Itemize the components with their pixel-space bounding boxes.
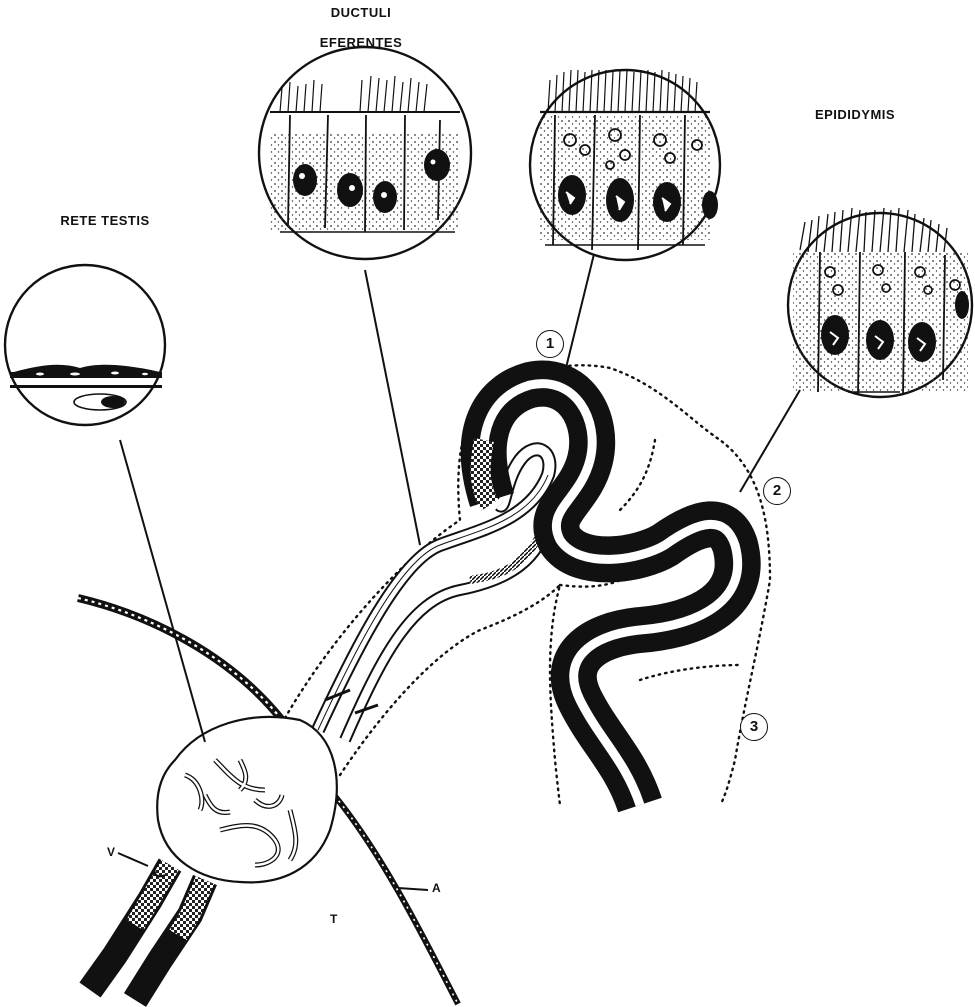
label-ductuli-line2: EFERENTES bbox=[306, 32, 416, 54]
region-number-2: 2 bbox=[763, 477, 791, 505]
ductuli-efferentes-magnified-circle bbox=[259, 47, 471, 259]
region-number-1: 1 bbox=[536, 330, 564, 358]
epididymal-duct bbox=[481, 384, 738, 805]
tunica-upper-band bbox=[78, 598, 282, 720]
label-ductuli-line1: DUCTULI bbox=[311, 2, 411, 24]
ductuli-efferentes-tubes bbox=[318, 449, 549, 740]
tunica-lower-band bbox=[330, 790, 458, 1004]
letter-a: A bbox=[432, 881, 441, 895]
region-number-3: 3 bbox=[740, 713, 768, 741]
epididymis-body-magnified-circle bbox=[788, 208, 972, 397]
letter-t: T bbox=[330, 912, 337, 926]
tunica-upper-band-texture bbox=[78, 598, 282, 720]
rete-testis-body bbox=[157, 717, 337, 882]
rete-testis-magnified-circle bbox=[5, 265, 165, 425]
epididymis-head-magnified-circle bbox=[530, 70, 720, 260]
seminiferous-tubules bbox=[90, 860, 205, 1000]
dotted-outlines bbox=[285, 365, 770, 805]
label-rete-testis: RETE TESTIS bbox=[50, 210, 160, 232]
letter-v: V bbox=[107, 845, 115, 859]
label-epididymis: EPIDIDYMIS bbox=[800, 104, 910, 126]
